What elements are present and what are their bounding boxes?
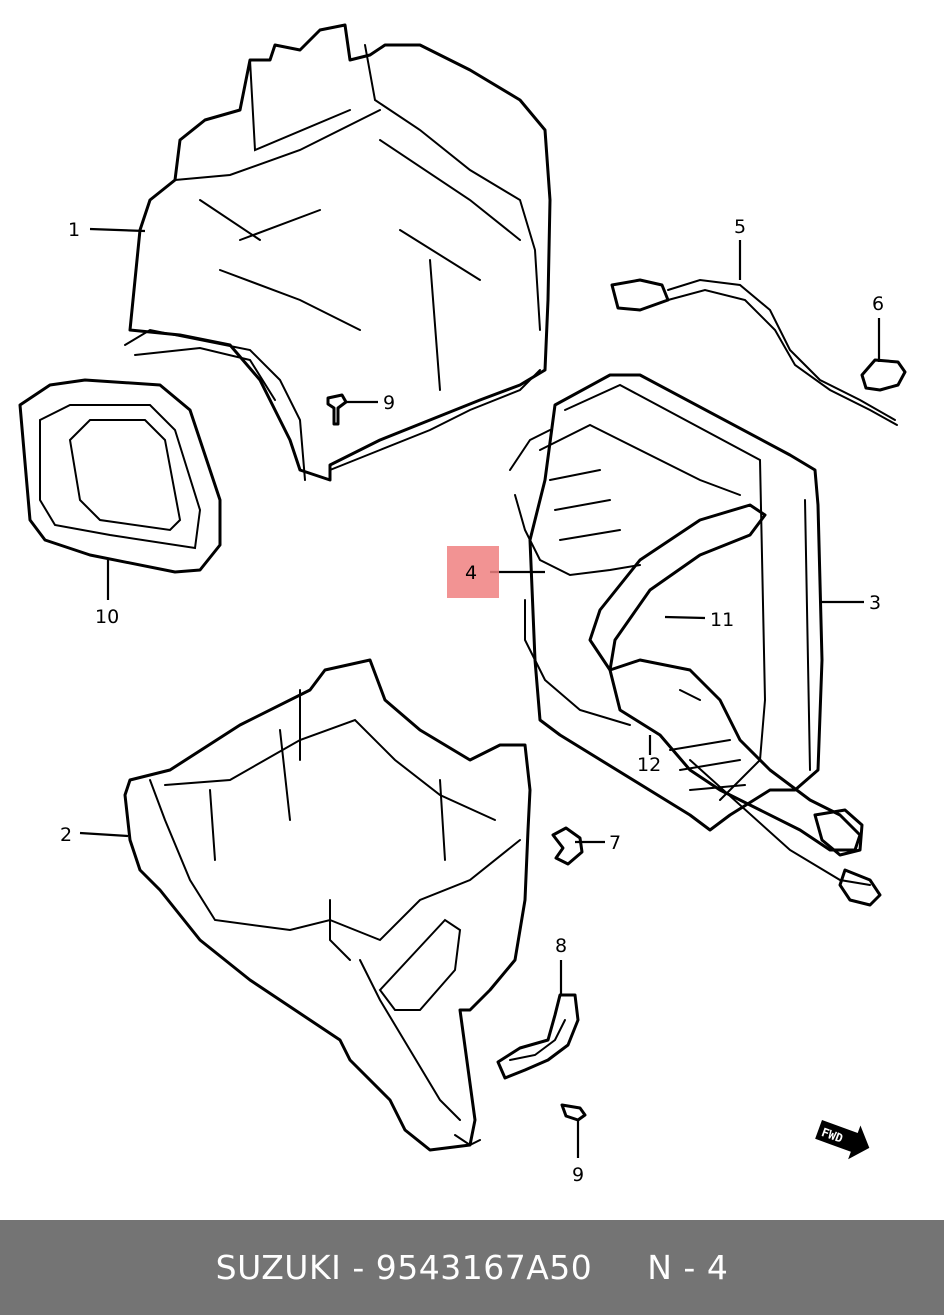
bracket-part-8	[496, 993, 580, 1080]
screw-9-upper	[326, 393, 348, 426]
callout-5: 5	[734, 216, 746, 238]
footer-bar: SUZUKI - 9543167A50 N - 4	[0, 1220, 944, 1315]
fwd-arrow-icon: FWD	[815, 1120, 870, 1160]
footer-part-label: SUZUKI - 9543167A50 N - 4	[216, 1248, 729, 1287]
evaporator-part-3	[528, 373, 824, 832]
callout-9-upper: 9	[383, 392, 395, 414]
callout-1: 1	[68, 219, 80, 241]
pipes-part-11-12	[509, 429, 882, 907]
callout-8: 8	[555, 935, 567, 957]
footer-separator: -	[352, 1248, 365, 1287]
fwd-label: FWD	[820, 1125, 845, 1146]
highlight-box	[447, 546, 499, 598]
callout-3: 3	[869, 592, 881, 614]
footer-part-number: 9543167A50	[375, 1248, 593, 1287]
callout-6: 6	[872, 293, 884, 315]
callout-11: 11	[710, 609, 734, 631]
upper-case-part-1	[124, 23, 552, 482]
clip-part-7	[551, 826, 584, 866]
screw-9-lower	[560, 1103, 587, 1122]
clip-part-6	[860, 358, 907, 392]
callout-2: 2	[60, 824, 72, 846]
footer-brand: SUZUKI	[215, 1248, 342, 1287]
callout-9-lower: 9	[572, 1164, 584, 1186]
parts-diagram: 1 2 3 4 5 6 7 8 9 9 10 11 12 FWD	[18, 23, 907, 1186]
callout-4: 4	[465, 562, 477, 584]
gasket-ring-part-10	[18, 378, 222, 574]
footer-ref: N - 4	[647, 1248, 729, 1287]
callout-10: 10	[95, 606, 119, 628]
harness-part-5	[610, 278, 898, 426]
callout-7: 7	[609, 832, 621, 854]
lower-case-part-2	[123, 658, 532, 1152]
callout-labels: 1 2 3 4 5 6 7 8 9 9 10 11 12	[60, 216, 884, 1186]
leader-lines	[79, 227, 881, 1158]
callout-12: 12	[637, 754, 661, 776]
